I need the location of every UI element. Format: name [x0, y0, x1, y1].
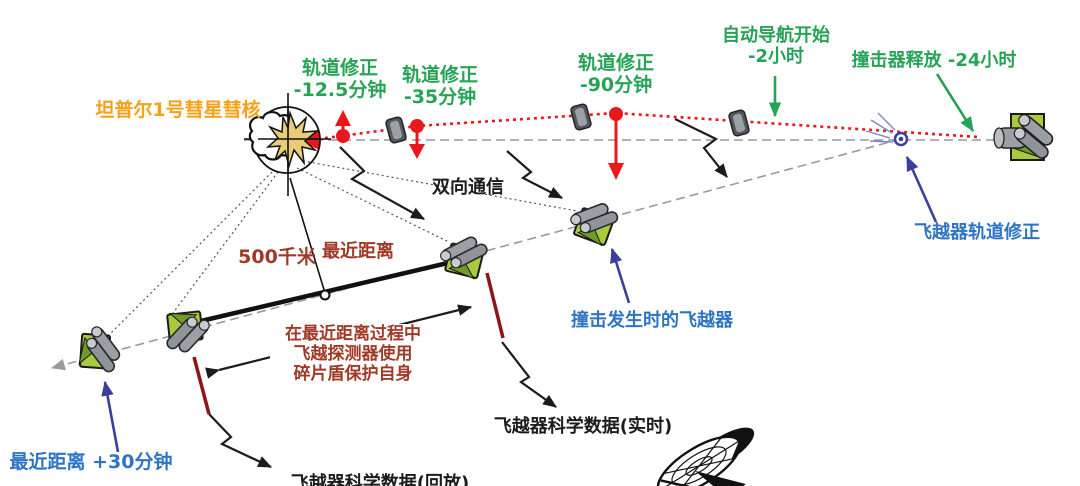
science-data-realtime-label: 飞越器科学数据(实时)	[493, 416, 673, 437]
impactor-icon	[727, 108, 751, 138]
line-of-sight-lines	[106, 160, 578, 338]
ca30-callout-arrow	[101, 380, 120, 453]
comet-nucleus-label: 坦普尔1号彗星彗核	[95, 99, 261, 121]
flyby-spacecraft-icon	[71, 320, 128, 380]
impact-flyby-callout-arrow	[610, 247, 631, 304]
combined-spacecraft-icon	[993, 113, 1054, 161]
tcm-35-marker	[409, 119, 425, 159]
tcm-125-marker	[335, 110, 351, 143]
flyby-spacecraft-icon	[437, 231, 490, 281]
debris-shield-note: 在最近距离过程中 飞越探测器使用 碎片盾保护自身	[270, 324, 436, 385]
tcm-90-label: 轨道修正 -90分钟	[577, 52, 654, 97]
dsn-antenna-icon	[656, 427, 755, 486]
flyby-spacecraft-icon	[565, 194, 623, 249]
tcm-90-marker	[608, 107, 624, 180]
shield-start-tick	[192, 356, 211, 415]
closest-approach-label: 最近距离	[322, 241, 394, 262]
shield-end-tick	[485, 272, 505, 339]
closest-approach-point-icon	[319, 289, 331, 301]
two-way-comm-label: 双向通信	[432, 177, 504, 198]
tcm-35-label: 轨道修正 -35分钟	[401, 64, 478, 109]
flyby-tcm-label: 飞越器轨道修正	[914, 222, 1040, 243]
autonav-label: 自动导航开始 -2小时	[722, 25, 830, 68]
impactor-trajectory-line	[317, 111, 979, 141]
distance-500km-line	[289, 177, 326, 294]
flyby-tcm-callout-arrow	[905, 155, 938, 223]
impactor-icon	[569, 102, 593, 132]
comm-zigzag-arrows	[208, 118, 728, 468]
tcm-125-label: 轨道修正 -12.5分钟	[293, 57, 387, 102]
distance-500km-label: 500千米	[238, 246, 316, 268]
release-arrow	[935, 73, 975, 133]
science-data-playback-label: 飞越器科学数据(回放)	[290, 473, 470, 486]
flyby-spacecraft-icon	[154, 299, 220, 363]
closest-approach-plus30-label: 最近距离 +30分钟	[9, 451, 173, 473]
flyby-at-impact-label: 撞击发生时的飞越器	[571, 310, 733, 331]
impactor-release-label: 撞击器释放 -24小时	[851, 50, 1017, 71]
comet-nucleus-icon	[248, 106, 321, 174]
flyby-tcm-point-icon	[865, 112, 909, 147]
